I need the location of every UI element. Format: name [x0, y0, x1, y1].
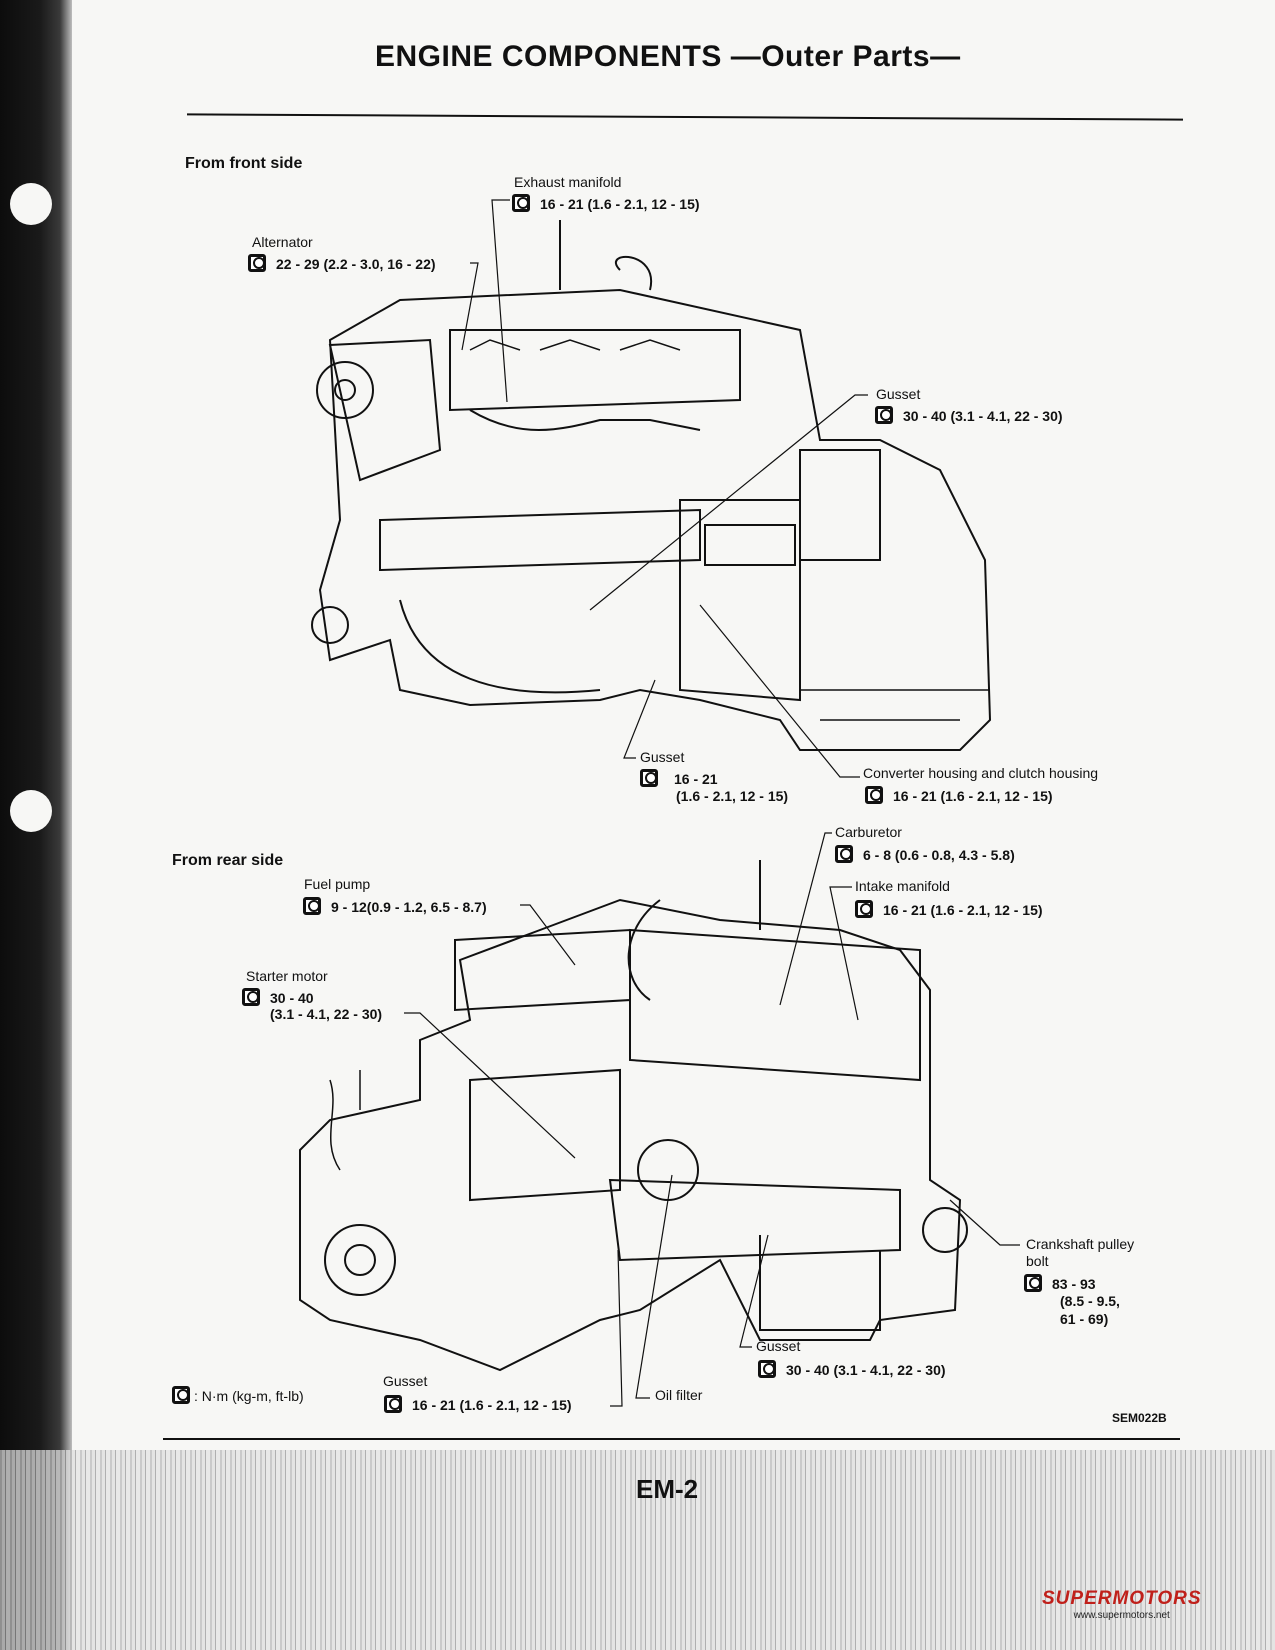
exhaust-manifold-torque: 16 - 21 (1.6 - 2.1, 12 - 15) — [512, 194, 700, 212]
torque-wrench-icon — [640, 769, 658, 787]
crankshaft-pulley-label-2: bolt — [1026, 1253, 1049, 1269]
torque-wrench-icon — [758, 1360, 776, 1378]
torque-wrench-icon — [875, 406, 893, 424]
torque-wrench-icon — [384, 1395, 402, 1413]
alternator-label: Alternator — [252, 234, 313, 250]
gusset-label: Gusset — [383, 1373, 428, 1389]
torque-legend: : N·m (kg-m, ft-lb) — [172, 1386, 304, 1404]
gusset-torque: 16 - 21 (1.6 - 2.1, 12 - 15) — [384, 1395, 572, 1413]
figure-code: SEM022B — [1112, 1411, 1167, 1425]
fuel-pump-torque: 9 - 12(0.9 - 1.2, 6.5 - 8.7) — [303, 897, 487, 915]
crankshaft-pulley-torque: 83 - 93 — [1024, 1274, 1096, 1292]
scan-binding-edge — [0, 0, 72, 1650]
supermotors-watermark: SUPERMOTORS www.supermotors.net — [1042, 1588, 1202, 1621]
bottom-rule — [163, 1438, 1180, 1440]
gusset-torque-detail: (1.6 - 2.1, 12 - 15) — [676, 788, 789, 804]
gusset-torque: 30 - 40 (3.1 - 4.1, 22 - 30) — [758, 1360, 946, 1378]
gusset-label: Gusset — [640, 749, 685, 765]
torque-wrench-icon — [855, 900, 873, 918]
exhaust-manifold-label: Exhaust manifold — [514, 174, 622, 190]
starter-motor-torque-detail: (3.1 - 4.1, 22 - 30) — [270, 1006, 383, 1022]
converter-housing-label: Converter housing and clutch housing — [863, 765, 1099, 781]
rear-side-heading: From rear side — [172, 852, 284, 869]
gusset-label: Gusset — [756, 1338, 801, 1354]
torque-wrench-icon — [865, 786, 883, 804]
scan-noise — [0, 1450, 1275, 1650]
front-engine-drawing — [311, 220, 992, 751]
leader-lines — [404, 199, 1020, 1407]
crankshaft-pulley-label: Crankshaft pulley — [1026, 1236, 1135, 1252]
carburetor-label: Carburetor — [835, 824, 902, 840]
torque-wrench-icon — [172, 1386, 190, 1404]
torque-wrench-icon — [248, 254, 266, 272]
oil-filter-label: Oil filter — [655, 1387, 703, 1403]
torque-wrench-icon — [512, 194, 530, 212]
converter-housing-torque: 16 - 21 (1.6 - 2.1, 12 - 15) — [865, 786, 1053, 804]
crankshaft-pulley-torque-3: 61 - 69) — [1060, 1311, 1109, 1327]
torque-wrench-icon — [242, 988, 260, 1006]
intake-manifold-label: Intake manifold — [855, 878, 950, 894]
punch-hole — [10, 183, 52, 225]
alternator-torque: 22 - 29 (2.2 - 3.0, 16 - 22) — [248, 254, 436, 272]
intake-manifold-torque: 16 - 21 (1.6 - 2.1, 12 - 15) — [855, 900, 1043, 918]
gusset-label: Gusset — [876, 386, 921, 402]
torque-wrench-icon — [303, 897, 321, 915]
torque-wrench-icon — [1024, 1274, 1042, 1292]
starter-motor-torque: 30 - 40 — [242, 988, 314, 1006]
rear-engine-drawing — [299, 860, 968, 1372]
gusset-torque: 16 - 21 — [640, 769, 718, 787]
fuel-pump-label: Fuel pump — [304, 876, 371, 892]
crankshaft-pulley-torque-2: (8.5 - 9.5, — [1060, 1293, 1120, 1309]
carburetor-torque: 6 - 8 (0.6 - 0.8, 4.3 - 5.8) — [835, 845, 1015, 863]
page-number: EM-2 — [636, 1474, 699, 1504]
page-title: ENGINE COMPONENTS —Outer Parts— — [375, 40, 961, 73]
front-side-heading: From front side — [185, 155, 303, 172]
punch-hole — [10, 790, 52, 832]
gusset-torque: 30 - 40 (3.1 - 4.1, 22 - 30) — [875, 406, 1063, 424]
torque-wrench-icon — [835, 845, 853, 863]
starter-motor-label: Starter motor — [246, 968, 328, 984]
